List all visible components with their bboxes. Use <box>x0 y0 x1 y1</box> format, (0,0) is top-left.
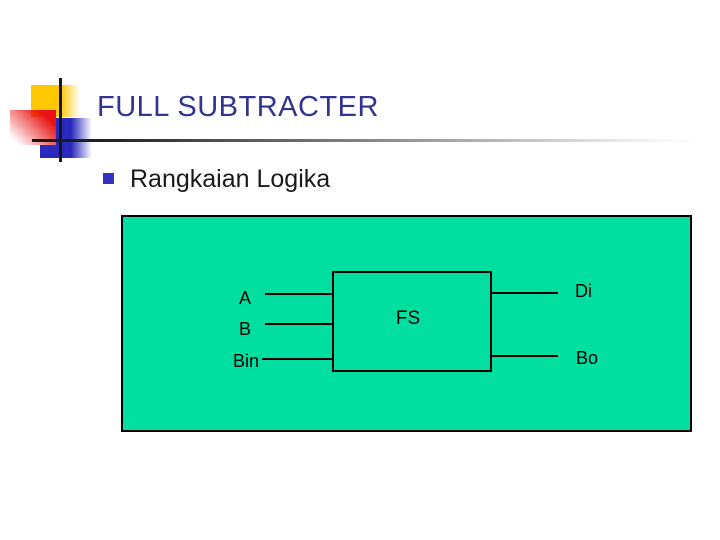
output-wire-di <box>492 292 558 294</box>
fs-block <box>332 271 492 372</box>
input-wire-a <box>265 293 332 295</box>
logo-blue-small-square <box>40 145 57 158</box>
output-label-bo: Bo <box>576 348 599 368</box>
input-wire-b <box>265 323 332 325</box>
diagram-panel: FS A B Bin Di Bo <box>121 215 692 432</box>
input-label-a: A <box>239 288 252 308</box>
bullet-square-icon <box>103 173 114 184</box>
title-divider-line <box>32 139 700 142</box>
logo-blue-square <box>56 118 92 158</box>
bullet-text: Rangkaian Logika <box>130 165 331 193</box>
slide-title: FULL SUBTRACTER <box>97 91 379 123</box>
logo-vertical-line <box>59 78 62 162</box>
bullet-item: Rangkaian Logika <box>103 165 330 193</box>
output-label-di: Di <box>575 281 592 301</box>
input-label-bin: Bin <box>233 351 260 371</box>
output-wire-bo <box>492 355 558 357</box>
input-label-b: B <box>239 319 252 339</box>
fs-block-label: FS <box>395 308 421 329</box>
input-wire-bin <box>262 358 332 360</box>
